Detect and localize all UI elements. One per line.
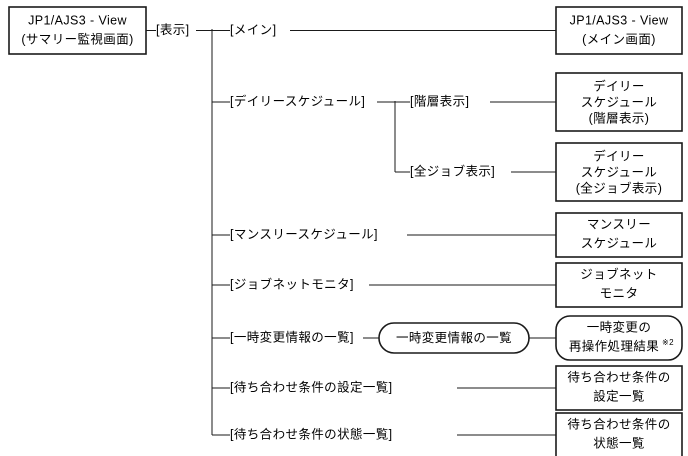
node-wait-condition-settings-list[interactable]: 待ち合わせ条件の 設定一覧 [555,365,683,411]
submenu-zenjob-hyouji-label: [全ジョブ表示] [410,163,495,178]
node-temp-change-info-list[interactable]: 一時変更情報の一覧 [378,322,530,354]
node-wait-condition-settings-list-box [555,365,683,411]
root-window-node[interactable]: JP1/AJS3 - View (サマリー監視画面) [8,6,147,55]
node-temp-change-reoperation-result-line2: 再操作処理結果 [569,338,659,353]
node-jobnet-monitor[interactable]: ジョブネット モニタ [555,262,683,308]
node-temp-change-info-list-label: 一時変更情報の一覧 [396,330,512,345]
node-monthly-schedule-box [555,212,683,258]
branch-jobnet-monitor-menu-node[interactable]: [ジョブネットモニタ] [230,276,354,291]
branch-wait-condition-status-menu-node[interactable]: [待ち合わせ条件の状態一覧] [230,426,393,441]
node-temp-change-reoperation-result-note: ※2 [662,338,674,347]
node-daily-schedule-hierarchy-line2: スケジュール [581,95,658,109]
branch-wait-condition-status-menu-label: [待ち合わせ条件の状態一覧] [230,426,393,441]
node-jp1ajs3-view-main-box [555,6,683,55]
node-wait-condition-status-list[interactable]: 待ち合わせ条件の 状態一覧 [555,412,683,456]
node-temp-change-reoperation-result-box [555,315,683,361]
branch-monthly-schedule-menu-label: [マンスリースケジュール] [230,227,378,241]
node-wait-condition-status-list-line1: 待ち合わせ条件の [567,416,670,431]
root-window-line2: (サマリー監視画面) [21,31,133,46]
node-daily-schedule-hierarchy-line3: (階層表示) [589,110,650,125]
submenu-kaisou-hyouji-node[interactable]: [階層表示] [410,93,469,108]
node-jobnet-monitor-line2: モニタ [600,286,639,300]
branch-wait-condition-settings-menu-node[interactable]: [待ち合わせ条件の設定一覧] [230,379,393,394]
node-jobnet-monitor-line1: ジョブネット [580,266,657,281]
root-window-box [8,6,147,55]
node-daily-schedule-alljobs-line1: デイリー [593,148,645,163]
branch-main-menu-label: [メイン] [230,23,276,37]
node-jp1ajs3-view-main-line2: (メイン画面) [582,32,656,46]
node-daily-schedule-alljobs-line3: (全ジョブ表示) [576,180,663,195]
node-daily-schedule-alljobs[interactable]: デイリー スケジュール (全ジョブ表示) [555,142,683,202]
node-jobnet-monitor-box [555,262,683,308]
node-jp1ajs3-view-main[interactable]: JP1/AJS3 - View (メイン画面) [555,6,683,55]
node-daily-schedule-hierarchy-line1: デイリー [593,78,645,93]
node-daily-schedule-hierarchy-box [555,72,683,132]
node-wait-condition-settings-list-line1: 待ち合わせ条件の [567,369,670,384]
branch-main-menu-node[interactable]: [メイン] [230,23,276,37]
node-monthly-schedule-line1: マンスリー [587,217,651,231]
branch-daily-schedule-menu-label: [デイリースケジュール] [230,93,365,108]
menu-hyouji-label: [表示] [156,23,190,37]
submenu-kaisou-hyouji-label: [階層表示] [410,93,469,108]
branch-jobnet-monitor-menu-label: [ジョブネットモニタ] [230,276,354,291]
node-wait-condition-status-list-line2: 状態一覧 [593,435,645,450]
branch-wait-condition-settings-menu-label: [待ち合わせ条件の設定一覧] [230,379,393,394]
node-daily-schedule-alljobs-line2: スケジュール [581,165,658,179]
node-temp-change-reoperation-result-line1: 一時変更の [587,319,652,334]
node-temp-change-reoperation-result[interactable]: 一時変更の 再操作処理結果 ※2 [555,315,683,361]
submenu-zenjob-hyouji-node[interactable]: [全ジョブ表示] [410,163,495,178]
node-daily-schedule-hierarchy[interactable]: デイリー スケジュール (階層表示) [555,72,683,132]
branch-temp-change-menu-node[interactable]: [一時変更情報の一覧] [230,329,354,344]
menu-hyouji-node[interactable]: [表示] [156,23,190,37]
node-monthly-schedule-line2: スケジュール [581,236,658,250]
branch-monthly-schedule-menu-node[interactable]: [マンスリースケジュール] [230,227,378,241]
node-daily-schedule-alljobs-box [555,142,683,202]
branch-daily-schedule-menu-node[interactable]: [デイリースケジュール] [230,93,365,108]
node-wait-condition-status-list-box [555,412,683,456]
node-jp1ajs3-view-main-line1: JP1/AJS3 - View [570,13,669,27]
root-window-line1: JP1/AJS3 - View [28,13,127,27]
branch-temp-change-menu-label: [一時変更情報の一覧] [230,329,354,344]
node-wait-condition-settings-list-line2: 設定一覧 [593,388,645,403]
node-monthly-schedule[interactable]: マンスリー スケジュール [555,212,683,258]
